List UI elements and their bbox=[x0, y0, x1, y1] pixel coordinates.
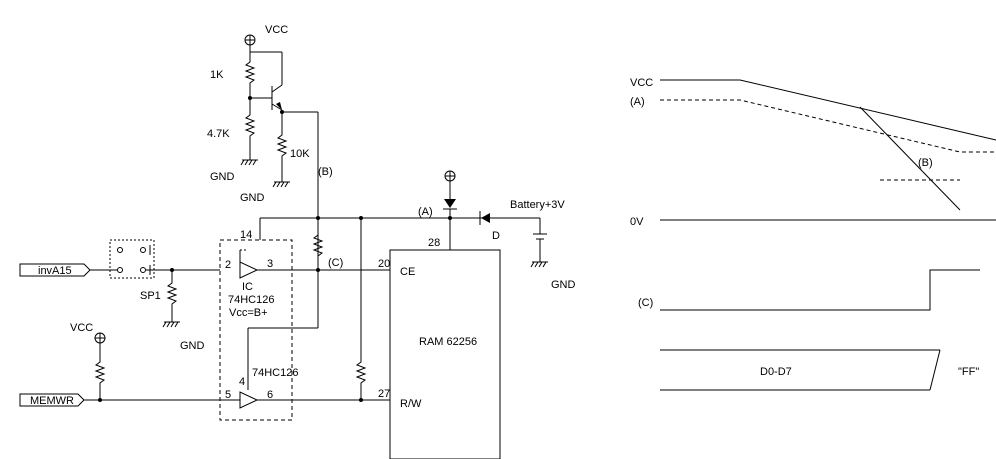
invA15-port bbox=[19, 263, 91, 277]
diode-d bbox=[479, 211, 490, 225]
memwr-port bbox=[19, 393, 85, 407]
resistor-1k-label: 1K bbox=[210, 69, 224, 81]
timing-a-label: (A) bbox=[630, 96, 645, 108]
ic-part-2-label: 74HC126 bbox=[252, 367, 298, 379]
resistor-rw bbox=[355, 218, 367, 400]
resistor-4k7 bbox=[244, 98, 256, 160]
a-waveform bbox=[660, 99, 996, 153]
node-c-label: (C) bbox=[328, 257, 343, 269]
pin-6-label: 6 bbox=[267, 389, 273, 401]
vcc-waveform bbox=[660, 79, 996, 141]
pin-20-label: 20 bbox=[378, 258, 390, 270]
gnd-sp1-label: GND bbox=[180, 340, 205, 352]
ground-battery-symbol bbox=[530, 261, 548, 268]
ce-label: CE bbox=[400, 266, 415, 278]
ground-sp1-symbol bbox=[162, 321, 180, 328]
battery-symbol bbox=[533, 233, 547, 240]
resistor-10k-label: 10K bbox=[290, 148, 310, 160]
transistor bbox=[271, 84, 283, 111]
memwr-label: MEMWR bbox=[30, 395, 74, 407]
timing-c-label: (C) bbox=[638, 297, 653, 309]
diode-vcc bbox=[443, 199, 457, 210]
buffer-1 bbox=[239, 249, 259, 279]
c-waveform bbox=[660, 269, 980, 311]
ic-dashed-box bbox=[219, 239, 293, 421]
vcc-a-symbol bbox=[444, 170, 456, 182]
pin-28-label: 28 bbox=[428, 237, 440, 249]
b-waveform bbox=[859, 106, 961, 211]
switch-sp1 bbox=[117, 245, 151, 275]
sp1-label: SP1 bbox=[140, 290, 161, 302]
resistor-memwr bbox=[94, 343, 106, 400]
ram-label: RAM 62256 bbox=[419, 336, 477, 348]
resistor-10k bbox=[276, 112, 288, 182]
ic-label: IC bbox=[242, 281, 253, 293]
timing-data-label: D0-D7 bbox=[760, 366, 792, 378]
pin-2-label: 2 bbox=[225, 259, 231, 271]
vcc-top-label: VCC bbox=[265, 24, 288, 36]
gnd-battery-label: GND bbox=[551, 279, 576, 291]
resistor-c bbox=[312, 218, 324, 270]
buffer-2 bbox=[239, 391, 259, 409]
pin-5-label: 5 bbox=[225, 389, 231, 401]
battery-label: Battery+3V bbox=[510, 199, 565, 211]
pin-3-label: 3 bbox=[267, 258, 273, 270]
pin-4-label: 4 bbox=[239, 376, 245, 388]
data-bus-transition bbox=[929, 349, 941, 391]
ic-vcc-label: Vcc=B+ bbox=[229, 307, 268, 319]
timing-b-label: (B) bbox=[918, 157, 933, 169]
timing-0v-label: 0V bbox=[630, 216, 644, 228]
gnd-right-label: GND bbox=[240, 192, 265, 204]
switch-sp1-box bbox=[109, 239, 155, 279]
vcc-memwr-label: VCC bbox=[70, 322, 93, 334]
pin-14-label: 14 bbox=[240, 229, 252, 241]
node-a-label: (A) bbox=[418, 206, 433, 218]
node-b-label: (B) bbox=[318, 166, 333, 178]
gnd-left-label: GND bbox=[210, 171, 235, 183]
vcc-top-symbol bbox=[244, 34, 256, 46]
ic-part-1-label: 74HC126 bbox=[228, 294, 274, 306]
ground-left-symbol bbox=[240, 159, 258, 166]
vcc-memwr-symbol bbox=[94, 332, 106, 344]
resistor-1k bbox=[244, 52, 256, 98]
ground-right-symbol bbox=[272, 181, 290, 188]
resistor-4k7-label: 4.7K bbox=[207, 128, 230, 140]
rw-label: R/W bbox=[400, 398, 422, 410]
ram-chip bbox=[389, 249, 501, 459]
pin-27-label: 27 bbox=[378, 388, 390, 400]
timing-ff-label: "FF" bbox=[958, 366, 979, 378]
diode-d-label: D bbox=[492, 230, 500, 242]
timing-vcc-label: VCC bbox=[630, 77, 653, 89]
invA15-label: invA15 bbox=[38, 265, 72, 277]
resistor-sp1 bbox=[166, 270, 178, 322]
